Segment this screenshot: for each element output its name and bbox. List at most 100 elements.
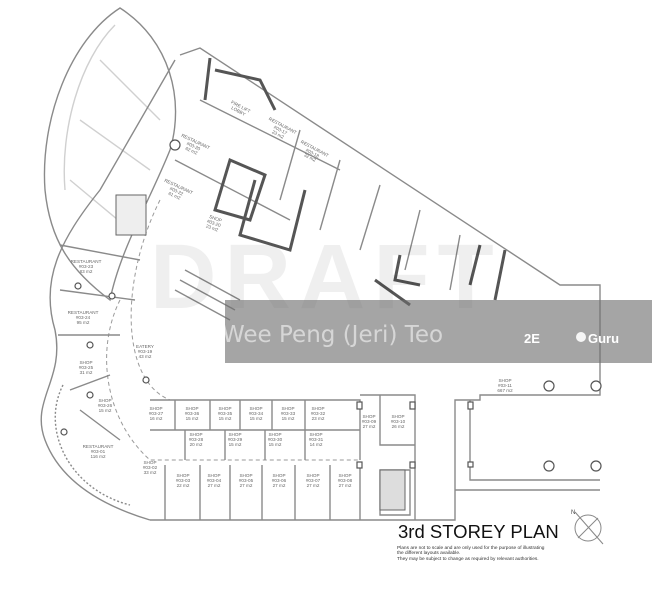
svg-text:#03-23: #03-23 [79, 264, 94, 269]
svg-text:667 m2: 667 m2 [497, 388, 513, 393]
logo-2e: 2E [524, 331, 540, 346]
svg-text:#03-07: #03-07 [306, 478, 321, 483]
svg-text:SHOP: SHOP [228, 432, 241, 437]
svg-text:#03-01: #03-01 [91, 449, 106, 454]
svg-text:SHOP: SHOP [272, 473, 285, 478]
svg-text:#03-36: #03-36 [185, 411, 200, 416]
svg-text:#03-28: #03-28 [189, 437, 204, 442]
svg-text:#03-17: #03-17 [273, 125, 288, 136]
plan-title: 3rd STOREY PLAN [398, 521, 559, 542]
svg-text:SHOP: SHOP [218, 406, 231, 411]
svg-text:23 m2: 23 m2 [312, 416, 325, 421]
svg-text:N: N [571, 510, 575, 516]
svg-text:#03-32: #03-32 [311, 411, 326, 416]
svg-text:LOBBY: LOBBY [230, 105, 246, 117]
svg-text:27 m2: 27 m2 [273, 483, 286, 488]
canopy-outline [43, 7, 177, 302]
svg-text:20 m2: 20 m2 [190, 442, 203, 447]
svg-text:116 m2: 116 m2 [91, 454, 106, 459]
svg-text:SHOP: SHOP [239, 473, 252, 478]
svg-text:SHOP: SHOP [498, 378, 511, 383]
svg-text:SHOP: SHOP [149, 406, 162, 411]
svg-text:#03-33: #03-33 [281, 411, 296, 416]
svg-text:SHOP: SHOP [311, 406, 324, 411]
svg-text:SHOP: SHOP [79, 360, 92, 365]
svg-text:SHOP: SHOP [338, 473, 351, 478]
svg-text:#03-20: #03-20 [186, 141, 201, 152]
svg-text:#03-25: #03-25 [79, 365, 94, 370]
svg-text:#03-09: #03-09 [362, 419, 377, 424]
svg-text:15 m2: 15 m2 [229, 442, 242, 447]
svg-text:#03-06: #03-06 [272, 478, 287, 483]
plan-note-line: They may be subject to change as require… [397, 556, 539, 562]
svg-text:SHOP: SHOP [309, 432, 322, 437]
svg-text:#03-22: #03-22 [169, 186, 184, 197]
svg-text:SHOP: SHOP [281, 406, 294, 411]
svg-text:#03-20: #03-20 [206, 218, 222, 228]
svg-text:#03-27: #03-27 [149, 411, 164, 416]
svg-text:#03-24: #03-24 [76, 315, 91, 320]
svg-text:15 m2: 15 m2 [99, 408, 112, 413]
svg-text:62 m2: 62 m2 [185, 146, 199, 156]
svg-text:SHOP: SHOP [209, 214, 223, 223]
core-walls [115, 57, 507, 511]
svg-text:33 m2: 33 m2 [144, 470, 157, 475]
svg-text:RESTAURANT: RESTAURANT [68, 310, 99, 315]
svg-text:15 m2: 15 m2 [250, 416, 263, 421]
svg-text:#03-02: #03-02 [143, 465, 158, 470]
svg-text:15 m2: 15 m2 [219, 416, 232, 421]
logo-guru: Guru [588, 331, 619, 346]
svg-text:15 m2: 15 m2 [269, 442, 282, 447]
svg-text:#03-19: #03-19 [138, 349, 153, 354]
svg-text:32 m2: 32 m2 [303, 152, 317, 163]
svg-text:SHOP: SHOP [362, 414, 375, 419]
svg-text:SHOP: SHOP [306, 473, 319, 478]
svg-text:43 m2: 43 m2 [139, 354, 152, 359]
svg-text:SHOP: SHOP [249, 406, 262, 411]
svg-text:#03-11: #03-11 [498, 383, 512, 388]
svg-text:26 m2: 26 m2 [392, 424, 405, 429]
svg-text:23 m2: 23 m2 [205, 223, 219, 232]
svg-text:#03-18: #03-18 [305, 148, 320, 159]
svg-text:22 m2: 22 m2 [177, 483, 190, 488]
svg-text:EATERY: EATERY [136, 344, 154, 349]
svg-text:27 m2: 27 m2 [240, 483, 253, 488]
svg-text:#03-29: #03-29 [228, 437, 243, 442]
svg-text:15 m2: 15 m2 [282, 416, 295, 421]
svg-text:SHOP: SHOP [189, 432, 202, 437]
svg-text:#03-03: #03-03 [176, 478, 191, 483]
agent-watermark: Wee Peng (Jeri) Teo 2E Guru [222, 300, 652, 363]
svg-text:61 m2: 61 m2 [168, 191, 182, 201]
svg-text:#03-31: #03-31 [309, 437, 324, 442]
svg-text:27 m2: 27 m2 [307, 483, 320, 488]
building-outline [40, 47, 601, 521]
svg-text:SHOP: SHOP [185, 406, 198, 411]
guru-logo-icon [576, 332, 586, 342]
svg-text:#03-08: #03-08 [338, 478, 353, 483]
svg-text:15 m2: 15 m2 [186, 416, 199, 421]
svg-text:SHOP: SHOP [98, 398, 111, 403]
svg-text:#03-10: #03-10 [391, 419, 406, 424]
svg-text:#03-34: #03-34 [249, 411, 264, 416]
